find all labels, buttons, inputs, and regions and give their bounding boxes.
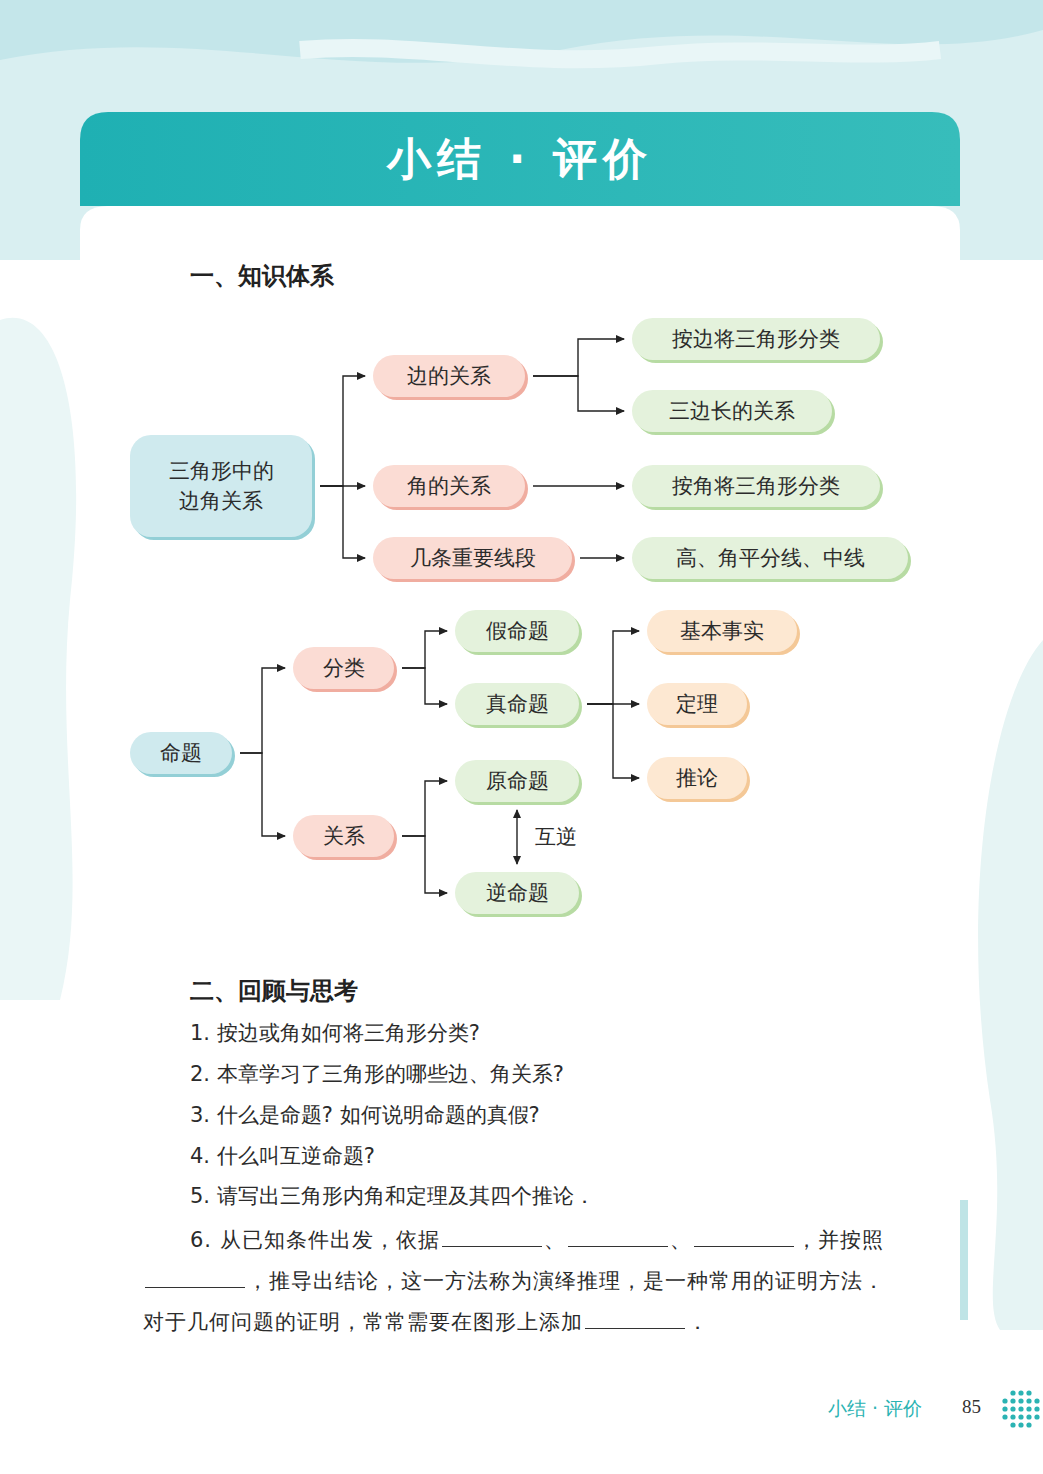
title-band <box>80 112 960 206</box>
box-text: 按角将三角形分类 <box>672 471 840 501</box>
mindmap-box: 高、角平分线、中线 <box>632 537 908 579</box>
box-text: 命题 <box>160 738 202 768</box>
connector <box>587 704 639 778</box>
box-text: 几条重要线段 <box>410 543 536 573</box>
box-text: 真命题 <box>486 689 549 719</box>
connector <box>533 485 624 486</box>
box-text: 基本事实 <box>680 616 764 646</box>
connector <box>516 810 517 864</box>
mindmap-box: 命题 <box>130 732 232 774</box>
box-text: 按边将三角形分类 <box>672 324 840 354</box>
question-text: ，推导出结论，这一方法称为演绎推理，是一种常用的证明方法． <box>247 1269 885 1293</box>
side-wave <box>978 640 1043 1330</box>
answer-blank <box>694 1226 794 1247</box>
mindmap-box: 关系 <box>293 815 394 857</box>
mindmap-box: 几条重要线段 <box>373 537 572 579</box>
mindmap-box: 角的关系 <box>373 465 525 507</box>
connector <box>587 631 639 704</box>
connector <box>240 668 285 753</box>
question: 3. 什么是命题? 如何说明命题的真假? <box>190 1101 540 1129</box>
top-ground <box>0 0 1043 260</box>
box-text: 边的关系 <box>407 361 491 391</box>
mindmap-box: 三角形中的 边角关系 <box>130 435 312 537</box>
card <box>80 258 960 1474</box>
box-text: 高、角平分线、中线 <box>676 543 865 573</box>
card-top <box>80 206 960 260</box>
box-text: 三角形中的 边角关系 <box>162 456 280 517</box>
question-text: 、 <box>670 1228 692 1252</box>
wave <box>0 0 1043 63</box>
mindmap-box: 真命题 <box>455 683 579 725</box>
box-text: 角的关系 <box>407 471 491 501</box>
answer-blank <box>442 1226 542 1247</box>
side-wave <box>0 318 76 1000</box>
box-text: 推论 <box>676 763 718 793</box>
connector <box>240 753 285 836</box>
connector <box>402 631 447 668</box>
box-text: 定理 <box>676 689 718 719</box>
mindmap-box: 边的关系 <box>373 355 525 397</box>
dot-pattern <box>1002 1390 1039 1427</box>
wave <box>300 48 940 59</box>
question-number: 6. <box>190 1228 212 1252</box>
question-text: 对于几何问题的证明，常常需要在图形上添加 <box>143 1310 583 1334</box>
mindmap-box: 三边长的关系 <box>632 390 832 432</box>
edge-label: 互逆 <box>533 823 579 851</box>
connector <box>320 486 365 558</box>
question: 5. 请写出三角形内角和定理及其四个推论． <box>190 1182 595 1210</box>
question: 4. 什么叫互逆命题? <box>190 1142 375 1170</box>
connector <box>320 376 365 486</box>
box-text: 原命题 <box>486 766 549 796</box>
question-text: ． <box>687 1310 709 1334</box>
answer-blank <box>568 1226 668 1247</box>
question-text: ，并按照 <box>796 1228 884 1252</box>
mindmap-box: 按边将三角形分类 <box>632 318 880 360</box>
mindmap-box: 基本事实 <box>647 610 797 652</box>
box-text: 三边长的关系 <box>669 396 795 426</box>
mindmap-box: 逆命题 <box>455 872 579 914</box>
mindmap-box: 推论 <box>647 757 747 799</box>
connector <box>580 557 624 558</box>
box-text: 分类 <box>323 653 365 683</box>
mindmap-box: 原命题 <box>455 760 579 802</box>
connector <box>402 836 447 893</box>
mindmap-box: 分类 <box>293 647 394 689</box>
section-heading: 二、回顾与思考 <box>190 975 358 1007</box>
footer-section: 小结 · 评价 <box>828 1396 922 1422</box>
box-text: 关系 <box>323 821 365 851</box>
connector <box>533 376 624 411</box>
page-title: 小结 · 评价 <box>80 112 960 206</box>
connector <box>533 339 624 376</box>
side-strip <box>960 1200 968 1320</box>
mindmap-box: 假命题 <box>455 610 579 652</box>
answer-blank <box>585 1308 685 1329</box>
box-text: 逆命题 <box>486 878 549 908</box>
mindmap-box: 按角将三角形分类 <box>632 465 880 507</box>
question-text: 、 <box>544 1228 566 1252</box>
question-six: 6. 从已知条件出发，依据 、 、 ，并按照 ，推导出结论，这一方法称为演绎推理，是一种… <box>143 1220 903 1343</box>
question: 2. 本章学习了三角形的哪些边、角关系? <box>190 1060 564 1088</box>
section-heading: 一、知识体系 <box>190 260 334 292</box>
mindmap-box: 定理 <box>647 683 747 725</box>
connector <box>402 668 447 704</box>
question-text: 从已知条件出发，依据 <box>220 1228 440 1252</box>
box-text: 假命题 <box>486 616 549 646</box>
connector <box>402 781 447 836</box>
answer-blank <box>145 1267 245 1288</box>
question: 1. 按边或角如何将三角形分类? <box>190 1019 480 1047</box>
page-number: 85 <box>962 1396 981 1418</box>
